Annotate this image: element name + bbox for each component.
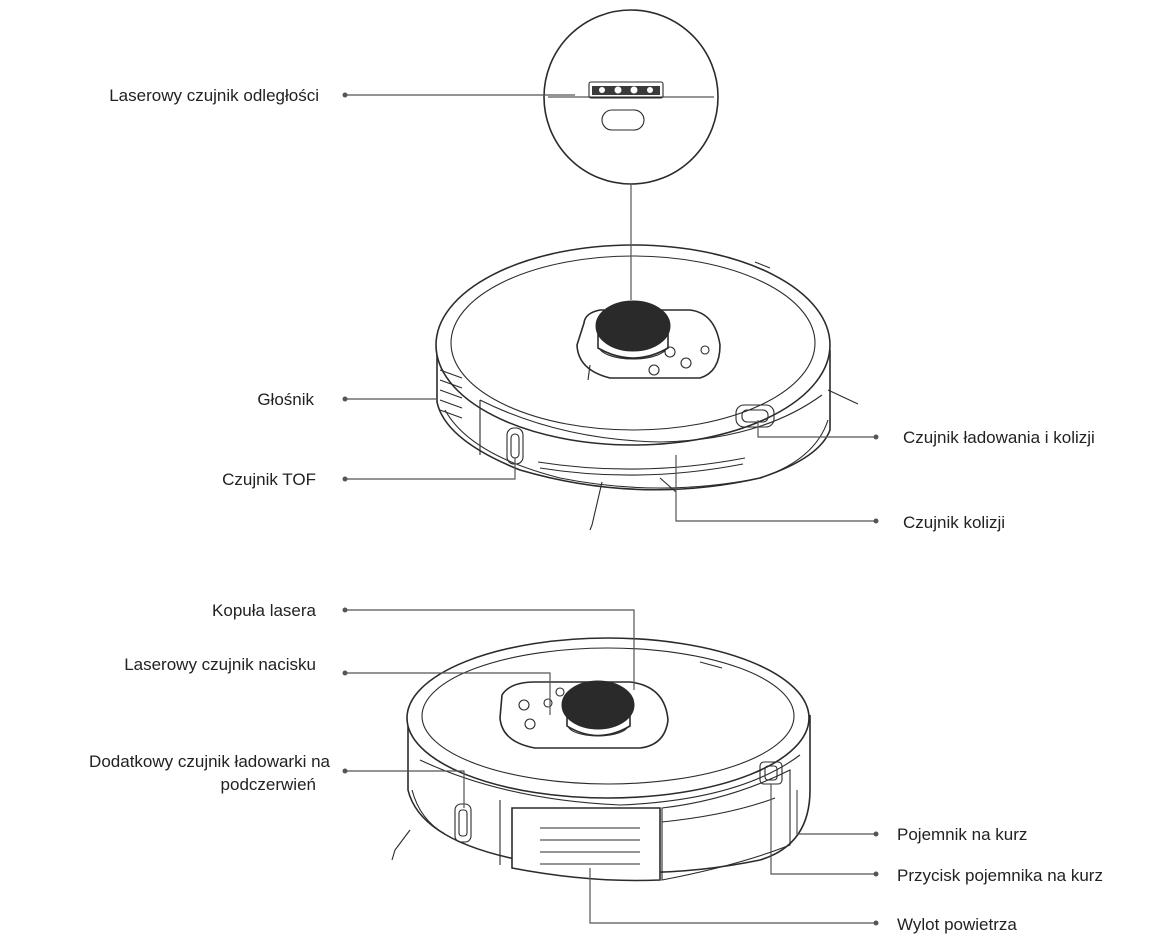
label-laser-distance-sensor: Laserowy czujnik odległości bbox=[109, 86, 319, 105]
labels: Laserowy czujnik odległości Głośnik Czuj… bbox=[89, 86, 1103, 934]
top-robot-illustration bbox=[435, 9, 859, 531]
label-air-outlet: Wylot powietrza bbox=[897, 915, 1017, 934]
label-dust-bin-button: Przycisk pojemnika na kurz bbox=[897, 866, 1103, 885]
speaker-grille bbox=[439, 369, 463, 419]
label-charging-collision-sensor: Czujnik ładowania i kolizji bbox=[903, 428, 1095, 447]
label-dust-bin: Pojemnik na kurz bbox=[897, 825, 1027, 844]
label-ir-charger-sensor-line2: podczerwień bbox=[221, 775, 316, 794]
label-collision-sensor: Czujnik kolizji bbox=[903, 513, 1005, 532]
label-speaker: Głośnik bbox=[257, 390, 314, 409]
label-laser-dome: Kopuła lasera bbox=[212, 601, 317, 620]
zoom-magnifier bbox=[543, 9, 719, 185]
label-tof-sensor: Czujnik TOF bbox=[222, 470, 316, 489]
bottom-robot-illustration bbox=[391, 637, 811, 882]
label-laser-pressure-sensor: Laserowy czujnik nacisku bbox=[124, 655, 316, 674]
leader-lines bbox=[342, 92, 879, 926]
air-outlet-vents bbox=[540, 827, 640, 865]
label-ir-charger-sensor-line1: Dodatkowy czujnik ładowarki na bbox=[89, 752, 330, 771]
